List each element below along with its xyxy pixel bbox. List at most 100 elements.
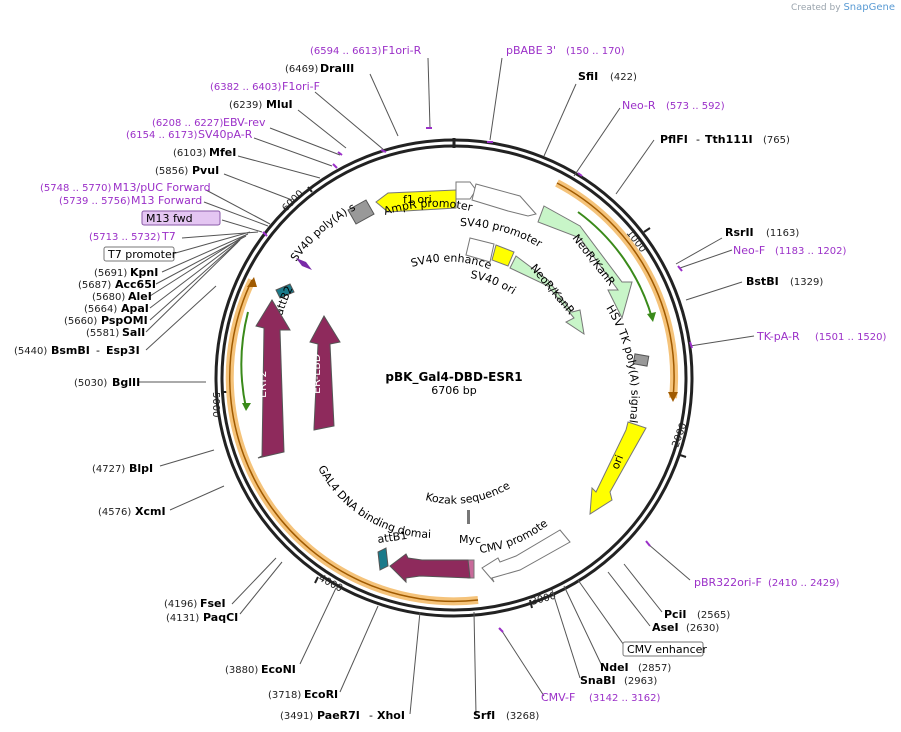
- primer-neo-f-range: (1183 .. 1202): [775, 246, 847, 257]
- primer-neo-r: Neo-R: [622, 99, 656, 112]
- site-kpni-pos: (5691): [94, 268, 127, 279]
- primer-ebv-rev-range: (6208 .. 6227): [152, 118, 224, 129]
- site-paer7i: PaeR7I: [317, 709, 360, 722]
- site-pflfi: PflFI: [660, 133, 688, 146]
- site-apai: ApaI: [121, 302, 149, 315]
- primer-f1ori-r-range: (6594 .. 6613): [310, 46, 382, 57]
- tick-4000: 4000: [317, 573, 345, 595]
- feature-cmv-enhancer-box: [622, 641, 704, 657]
- orf-highlights: [225, 179, 679, 606]
- primer-m13-puc: M13/pUC Forward: [113, 181, 211, 194]
- er-lbd-label: ER-LBD: [310, 354, 323, 394]
- t7-marker: [296, 258, 312, 270]
- site-srfi-pos: (3268): [506, 711, 539, 722]
- site-rsrii-pos: (1163): [766, 228, 799, 239]
- site-pvui-pos: (5856): [155, 166, 188, 177]
- primer-neo-r-range: (573 .. 592): [666, 101, 725, 112]
- orf-green-left: [240, 311, 249, 409]
- ert2-label: ERT2: [256, 370, 269, 398]
- primer-m13-puc-range: (5748 .. 5770): [40, 183, 112, 194]
- attb1-label: attB1: [377, 529, 408, 546]
- primer-pbabe3-range: (150 .. 170): [566, 46, 625, 57]
- site-fsei-pos: (4196): [164, 599, 197, 610]
- site-bstbi: BstBI: [746, 275, 779, 288]
- site-pspomi: PspOMI: [101, 314, 148, 327]
- f1-ori-label: f1 ori: [403, 193, 432, 206]
- site-ecori-pos: (3718): [268, 690, 301, 701]
- site-pcii: PciI: [664, 608, 686, 621]
- tick-2000: 2000: [670, 421, 689, 449]
- created-by-text: Created by: [791, 3, 841, 13]
- left-labels: (6594 .. 6613) F1ori-R (6469) DraIII (63…: [14, 44, 539, 722]
- myc-label: Myc: [459, 533, 481, 546]
- leader-lines: [138, 57, 755, 715]
- site-sfii-pos: (422): [610, 72, 637, 83]
- neor-kanr-inner-label: NeoR/KanR: [528, 262, 578, 318]
- gal4-dbd-arrow: [389, 553, 471, 584]
- site-fsei: FseI: [200, 597, 226, 610]
- site-asei-pos: (2630): [686, 623, 719, 634]
- site-bstbi-pos: (1329): [790, 277, 823, 288]
- site-ecori: EcoRI: [304, 688, 338, 701]
- site-pcii-pos: (2565): [697, 610, 730, 621]
- right-labels: pBABE 3' (150 .. 170) SfiI (422) Neo-R (…: [506, 44, 887, 704]
- neor-kanr-outer-label: NeoR/KanR: [570, 232, 618, 289]
- er-lbd-arrow: [309, 314, 341, 431]
- neor-kanr-outer-arrow: [537, 205, 633, 320]
- primer-ebv-rev: EBV-rev: [223, 116, 266, 129]
- feature-cmv-enhancer: CMV enhancer: [627, 643, 707, 656]
- site-tth111i: Tth111I: [705, 133, 753, 146]
- sv40-ori-box: [491, 244, 515, 267]
- cmv-promoter-arrow: [481, 529, 571, 583]
- orf-green-right: [577, 211, 653, 319]
- site-sfii: SfiI: [578, 70, 598, 83]
- site-alei: AleI: [128, 290, 152, 303]
- site-rsrii: RsrII: [725, 226, 754, 239]
- primer-sv40pa-r-range: (6154 .. 6173): [126, 130, 198, 141]
- svg-text:-: -: [369, 709, 373, 722]
- plasmid-backbone: [214, 138, 694, 618]
- site-econi-pos: (3880): [225, 665, 258, 676]
- primer-marks: [262, 127, 693, 633]
- site-sali-pos: (5581): [86, 328, 119, 339]
- site-blpi: BlpI: [129, 462, 153, 475]
- feature-t7-promoter: T7 promoter: [107, 248, 177, 261]
- site-bsmbi-pos: (5440): [14, 346, 47, 357]
- sv40-promoter-arrow: [471, 183, 537, 217]
- primer-cmv-f-range: (3142 .. 3162): [589, 693, 661, 704]
- primer-m13-fwd: M13 Forward: [131, 194, 202, 207]
- ori-label: ori: [609, 453, 626, 471]
- primer-pbr322ori-f-range: (2410 .. 2429): [768, 578, 840, 589]
- sv40-polya-box: [347, 199, 375, 225]
- kozak-label: Kozak sequence: [424, 479, 512, 507]
- site-paqci-pos: (4131): [166, 613, 199, 624]
- hsv-tk-polya-box: [632, 353, 650, 367]
- primer-t7-range: (5713 .. 5732): [89, 232, 161, 243]
- site-draiii: DraIII: [320, 62, 354, 75]
- site-apai-pos: (5664): [84, 304, 117, 315]
- primer-tk-pa-r: TK-pA-R: [756, 330, 800, 343]
- primer-f1ori-r: F1ori-R: [382, 44, 422, 57]
- site-bglii-pos: (5030): [74, 378, 107, 389]
- sv40-ori-label: SV40 ori: [469, 268, 518, 297]
- attb1-box: [377, 547, 389, 571]
- site-pspomi-pos: (5660): [64, 316, 97, 327]
- primer-pbr322ori-f: pBR322ori-F: [694, 576, 762, 589]
- attb2-box: [275, 283, 295, 299]
- site-srfi: SrfI: [473, 709, 495, 722]
- svg-text:-: -: [696, 133, 700, 146]
- site-acc65i-pos: (5687): [78, 280, 111, 291]
- site-pflfi-pos: (765): [763, 135, 790, 146]
- site-acc65i: Acc65I: [115, 278, 156, 291]
- primer-f1ori-f: F1ori-F: [282, 80, 320, 93]
- site-ndei-pos: (2857): [638, 663, 671, 674]
- hsv-tk-polya-label: HSV TK poly(A) signal: [603, 303, 641, 424]
- site-mlui-pos: (6239): [229, 100, 262, 111]
- primer-cmv-f: CMV-F: [541, 691, 575, 704]
- site-esp3i: Esp3I: [106, 344, 140, 357]
- tick-5000: 5000: [210, 392, 221, 417]
- site-asei: AseI: [652, 621, 679, 634]
- site-mlui: MluI: [266, 98, 293, 111]
- sv40-enhancer-arrow: [465, 237, 495, 263]
